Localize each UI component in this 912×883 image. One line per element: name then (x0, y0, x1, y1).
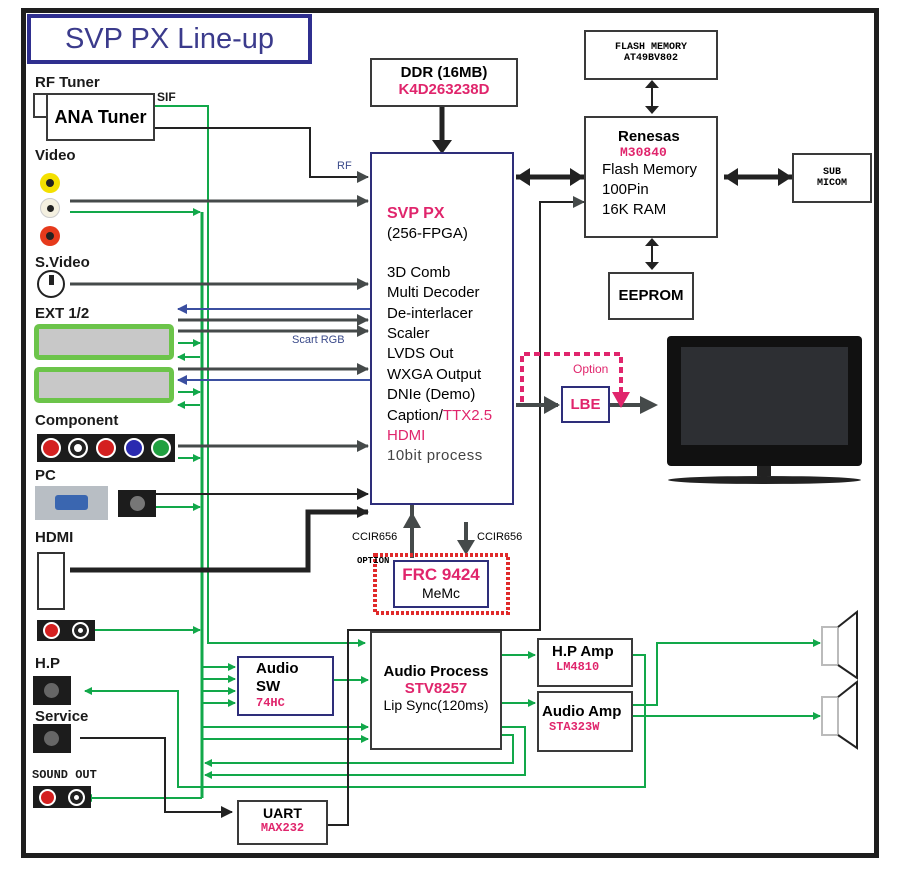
scart-rgb-label: Scart RGB (292, 334, 345, 346)
svp-caption-suffix: TTX2.5 (442, 406, 493, 424)
audio-process-sub: Lip Sync(120ms) (383, 697, 489, 713)
s-video-jack-icon (37, 270, 65, 298)
renesas-box: Renesas M30840 Flash Memory 100Pin 16K R… (584, 116, 718, 238)
hp-amp-title: H.P Amp (552, 643, 614, 660)
sound-out-jacks-icon (33, 786, 91, 808)
hdmi-label: HDMI (35, 529, 74, 546)
audio-amp-part: STA323W (549, 720, 600, 734)
ccir-right-label: CCIR656 (477, 531, 523, 543)
video-jack-white-icon (40, 198, 60, 218)
ddr-part: K4D263238D (398, 81, 490, 98)
hp-amp-box: H.P Amp LM4810 (537, 638, 633, 687)
ddr-box: DDR (16MB) K4D263238D (370, 58, 518, 107)
frc-title: FRC 9424 (402, 565, 480, 584)
sub-micom-line2: MICOM (816, 178, 847, 189)
service-jack-icon (33, 724, 71, 753)
svp-feature: DNIe (Demo) (387, 386, 476, 404)
ana-tuner-box: ANA Tuner (46, 93, 155, 141)
ext-label: EXT 1/2 (35, 305, 90, 322)
vga-port-icon (35, 486, 108, 520)
frc-sub: MeMc (421, 585, 461, 601)
frc-box: FRC 9424 MeMc (393, 560, 489, 608)
svp-feature: De-interlacer (387, 304, 473, 322)
uart-box: UART MAX232 (237, 800, 328, 845)
hp-jack-icon (33, 676, 71, 705)
svp-feature: WXGA Output (387, 365, 482, 383)
audio-amp-title: Audio Amp (542, 703, 622, 720)
video-label: Video (35, 147, 76, 164)
audio-process-box: Audio Process STV8257 Lip Sync(120ms) (370, 631, 502, 750)
uart-part: MAX232 (260, 821, 305, 835)
hdmi-port-icon (37, 552, 65, 610)
svp-px-box: SVP PX (256-FPGA) 3D Comb Multi Decoder … (370, 152, 514, 505)
audio-process-part: STV8257 (404, 680, 468, 697)
video-jack-yellow-icon (40, 173, 60, 193)
svp-feature: Multi Decoder (387, 284, 480, 302)
hp-amp-part: LM4810 (556, 660, 600, 674)
audio-sw-part: 74HC (256, 696, 285, 710)
svp-process: 10bit process (387, 447, 483, 465)
rf-tuner-bracket (33, 93, 47, 118)
renesas-flash: Flash Memory (602, 161, 698, 178)
lbe-option-label: Option (573, 362, 609, 376)
eeprom-box: EEPROM (608, 272, 694, 320)
lbe-box: LBE (561, 386, 610, 423)
sif-line (155, 105, 366, 647)
svp-hdmi: HDMI (387, 427, 426, 445)
component-jacks-icon (37, 434, 175, 462)
ccir-left-label: CCIR656 (352, 531, 398, 543)
sub-micom-line1: SUB (822, 167, 841, 178)
uart-title: UART (263, 805, 302, 821)
audio-amp-box: Audio Amp STA323W (537, 691, 633, 752)
hdmi-audio-jacks-icon (37, 620, 95, 641)
renesas-pins: 100Pin (602, 181, 649, 198)
svp-title: SVP PX (387, 205, 445, 222)
service-label: Service (35, 708, 89, 725)
pc-audio-jack-icon (118, 490, 156, 517)
sif-label: SIF (157, 90, 176, 104)
svp-feature: LVDS Out (387, 345, 454, 363)
component-label: Component (35, 412, 119, 429)
audio-sw-box: Audio SW 74HC (237, 656, 334, 716)
svp-feature: 3D Comb (387, 263, 451, 281)
svp-feature: Scaler (387, 325, 430, 343)
diagram-frame (21, 8, 879, 858)
flash-title: FLASH MEMORY (614, 42, 687, 53)
speaker-icon (821, 626, 839, 736)
flash-memory-box: FLASH MEMORY AT49BV802 (584, 30, 718, 80)
video-jack-red-icon (40, 226, 60, 246)
pc-label: PC (35, 467, 56, 484)
hp-label: H.P (35, 655, 61, 672)
rf-tuner-label: RF Tuner (35, 74, 100, 91)
frc-option-box (373, 553, 510, 615)
svp-subtitle: (256-FPGA) (387, 225, 468, 243)
page-title: SVP PX Line-up (27, 14, 312, 64)
option-path (520, 352, 623, 402)
audio-sw-line1: Audio (256, 660, 299, 677)
tv-display-icon (667, 336, 862, 466)
option-label: OPTION (357, 556, 390, 566)
tv-stand-base (668, 476, 861, 484)
renesas-part: M30840 (620, 145, 667, 160)
sub-micom-box: SUB MICOM (792, 153, 872, 203)
s-video-label: S.Video (35, 254, 90, 271)
sound-out-label: SOUND OUT (32, 768, 97, 782)
rf-label: RF (337, 160, 352, 172)
tv-stand-neck (757, 466, 771, 476)
scart-2-icon (34, 367, 174, 403)
audio-process-title: Audio Process (383, 663, 489, 680)
audio-sw-line2: SW (256, 678, 281, 695)
renesas-ram: 16K RAM (602, 201, 667, 218)
flash-part: AT49BV802 (623, 53, 678, 64)
ddr-title: DDR (16MB) (400, 64, 488, 81)
scart-1-icon (34, 324, 174, 360)
svp-caption: Caption/TTX2.5 (387, 406, 512, 426)
renesas-title: Renesas (618, 128, 680, 145)
svp-caption-prefix: Caption/ (387, 406, 443, 424)
